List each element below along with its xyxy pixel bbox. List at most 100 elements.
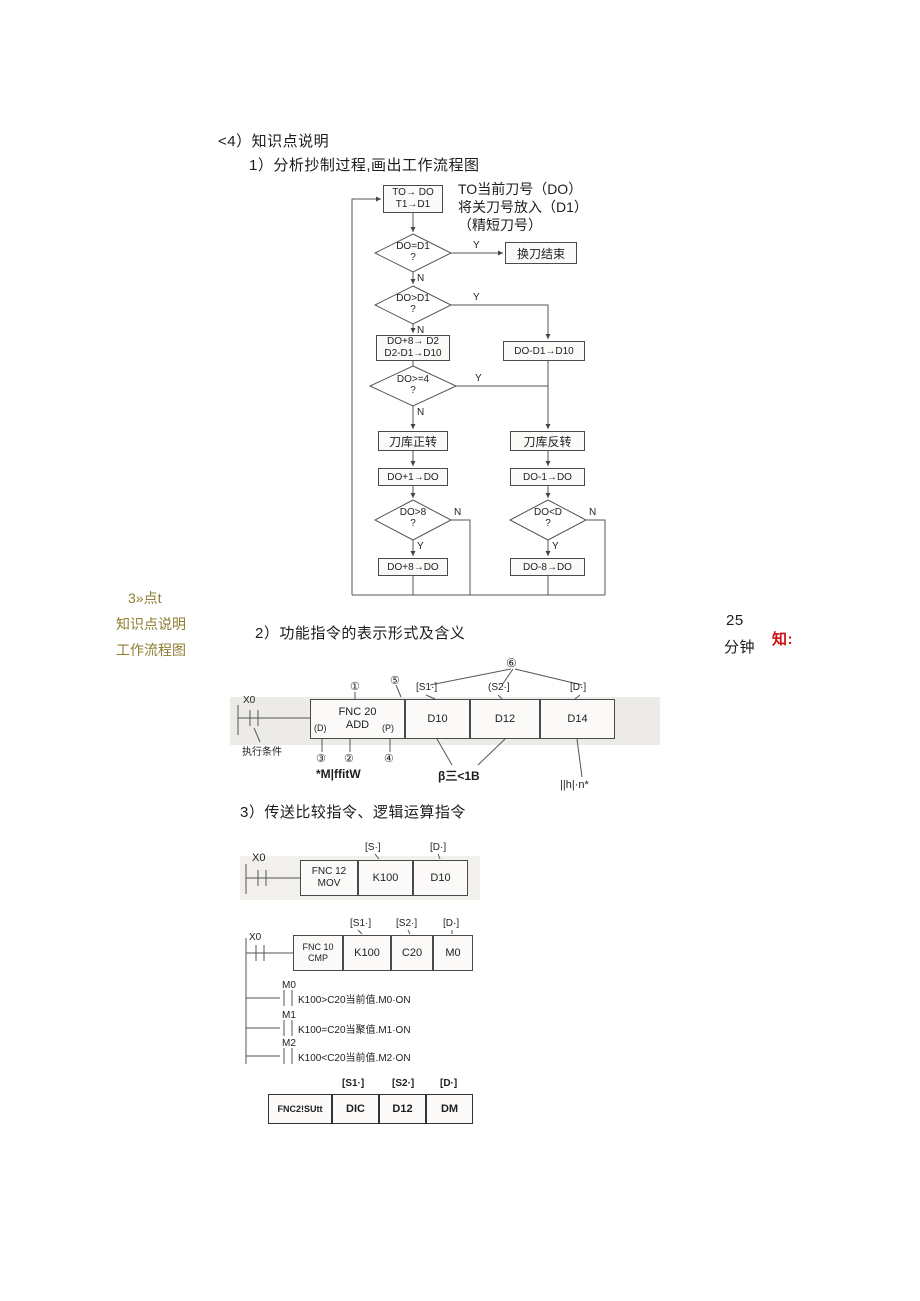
operand-label-s2: [S2·]: [396, 918, 418, 929]
no-label: N: [417, 273, 425, 284]
table-cell-s1: DIC: [332, 1094, 379, 1124]
operand-cell-m0: M0: [433, 935, 473, 971]
start-line-2: T1→D1: [395, 199, 431, 210]
calc-right-label: DO-D1→D10: [514, 345, 574, 357]
calc-left-line-1: DO+8→ D2: [387, 336, 439, 347]
decrement-box: DO-1→DO: [510, 468, 585, 486]
operand-cell-d10: D10: [413, 860, 468, 896]
question-mark: ?: [545, 518, 551, 529]
end-box: 换刀结束: [505, 242, 577, 264]
wrap-right-label: DO-8→DO: [523, 561, 572, 573]
cell-value: DIC: [346, 1103, 365, 1115]
circled-3: ③: [316, 753, 326, 765]
cmp-instruction-diagram: [S1·] [S2·] [D·] X0 FNC 10 CMP K100 C20 …: [240, 918, 660, 1073]
cell-value: FNC2!SUtt: [277, 1104, 323, 1114]
mov-instruction-diagram: [S·] [D·] X0 FNC 12 MOV K100 D10: [240, 840, 490, 910]
no-label: N: [417, 407, 425, 418]
calc-right-box: DO-D1→D10: [503, 341, 585, 361]
operand-label-s2: (S2·]: [488, 682, 510, 693]
table-header-s1: [S1·]: [342, 1078, 365, 1089]
circled-1: ①: [350, 681, 360, 693]
circled-4: ④: [384, 753, 394, 765]
wrap-right-box: DO-8→DO: [510, 558, 585, 576]
decision-equal-text: DO=D1: [396, 241, 430, 252]
double-word-marker: (D): [314, 723, 327, 733]
table-header-s2: [S2·]: [392, 1078, 415, 1089]
table-cell-s2: D12: [379, 1094, 426, 1124]
rotate-ccw-box: 刀库反转: [510, 431, 585, 451]
circled-2: ②: [344, 753, 354, 765]
no-label: N: [417, 325, 425, 336]
section-heading: <4）知识点说明: [218, 133, 330, 150]
wrap-left-label: DO+8→DO: [387, 561, 439, 573]
branch-label-m1: M1: [282, 1010, 296, 1021]
decrement-label: DO-1→DO: [523, 471, 572, 483]
increment-box: DO+1→DO: [378, 468, 448, 486]
branch-label-m2: M2: [282, 1038, 296, 1049]
caption-right: ||h|·n*: [560, 779, 589, 791]
end-box-label: 换刀结束: [516, 246, 565, 261]
calc-left-line-2: D2-D1→D10: [384, 348, 442, 359]
decision-greater-text: DO>D1: [396, 293, 430, 304]
margin-note-3: 工作流程图: [116, 642, 186, 658]
calc-left-box: DO+8→ D2 D2-D1→D10: [376, 335, 450, 361]
decision-gt8-text: DO>8: [399, 507, 427, 518]
decision-lt-text: DO<D: [533, 507, 563, 518]
pulse-marker: (P): [382, 723, 394, 733]
yes-label: Y: [473, 292, 480, 303]
branch-comment-m1: K100=C20当聚值.M1·ON: [298, 1025, 411, 1036]
branch-comment-m0: K100>C20当前值.M0·ON: [298, 995, 411, 1006]
operand-value: D10: [427, 713, 448, 725]
yes-label: Y: [473, 240, 480, 251]
rotate-cw-box: 刀库正转: [378, 431, 448, 451]
operand-value: D14: [567, 713, 588, 725]
caption-left: *M|ffitW: [316, 767, 361, 781]
operand-label-d: [D·]: [570, 682, 587, 693]
operand-label-d: [D·]: [443, 918, 460, 929]
yes-label: Y: [417, 541, 424, 552]
question-mark: ?: [410, 304, 416, 315]
increment-label: DO+1→DO: [387, 471, 439, 483]
operand-label-s1: [S1·]: [416, 682, 438, 693]
decision-gt8: DO>8 ?: [375, 507, 451, 529]
add-function-box: FNC 20 ADD: [310, 699, 405, 739]
tool-change-flowchart: TO当前刀号（DO） 将关刀号放入（D1） （精短刀号） TO→ DO T1→D…: [340, 178, 650, 610]
mov-function-box: FNC 12 MOV: [300, 860, 358, 896]
contact-x0-label: X0: [243, 695, 256, 706]
duration-unit: 分钟: [724, 639, 756, 656]
decision-equal: DO=D1 ?: [375, 241, 451, 263]
fnc-mnemonic: ADD: [345, 719, 370, 731]
operand-value: D12: [494, 713, 516, 725]
add-instruction-diagram: ⑥ [S1·] (S2·] [D·] X0 ① ⑤ FNC 20 ADD (D)…: [230, 655, 660, 810]
wrap-left-box: DO+8→DO: [378, 558, 448, 576]
operand-label-d: [D·]: [430, 842, 447, 853]
cmp-function-box: FNC 10 CMP: [293, 935, 343, 971]
item-1-heading: 1）分析抄制过程,画出工作流程图: [249, 157, 480, 174]
operand-value: C20: [401, 947, 423, 959]
margin-note-2: 知识点说明: [116, 616, 186, 632]
decision-ge4-text: DO>=4: [396, 374, 430, 385]
circled-6: ⑥: [506, 656, 517, 670]
side-note-line-1: TO当前刀号（DO）: [458, 181, 583, 197]
yes-label: Y: [552, 541, 559, 552]
table-cell-d: DM: [426, 1094, 473, 1124]
no-label: N: [454, 507, 462, 518]
sub-instruction-table: [S1·] [S2·] [D·] FNC2!SUtt DIC D12 DM: [268, 1078, 483, 1130]
operand-cell-d10: D10: [405, 699, 470, 739]
operand-cell-c20: C20: [391, 935, 433, 971]
caption-middle: β三<1B: [438, 769, 480, 783]
operand-value: D10: [430, 872, 451, 884]
rotate-ccw-label: 刀库反转: [523, 434, 572, 449]
fnc-number: FNC 10: [302, 942, 334, 952]
operand-cell-k100: K100: [343, 935, 391, 971]
question-mark: ?: [410, 518, 416, 529]
margin-note-1: 3»点t: [128, 590, 162, 606]
mov-diagram-wires: [245, 853, 441, 894]
item-2-heading: 2）功能指令的表示形式及含义: [255, 625, 466, 642]
operand-label-s: [S·]: [365, 842, 381, 853]
branch-label-m0: M0: [282, 980, 296, 991]
flowchart-side-note: TO当前刀号（DO） 将关刀号放入（D1） （精短刀号）: [458, 180, 588, 234]
side-note-line-2: 将关刀号放入（D1）: [458, 199, 588, 215]
contact-x0-label: X0: [249, 932, 262, 943]
